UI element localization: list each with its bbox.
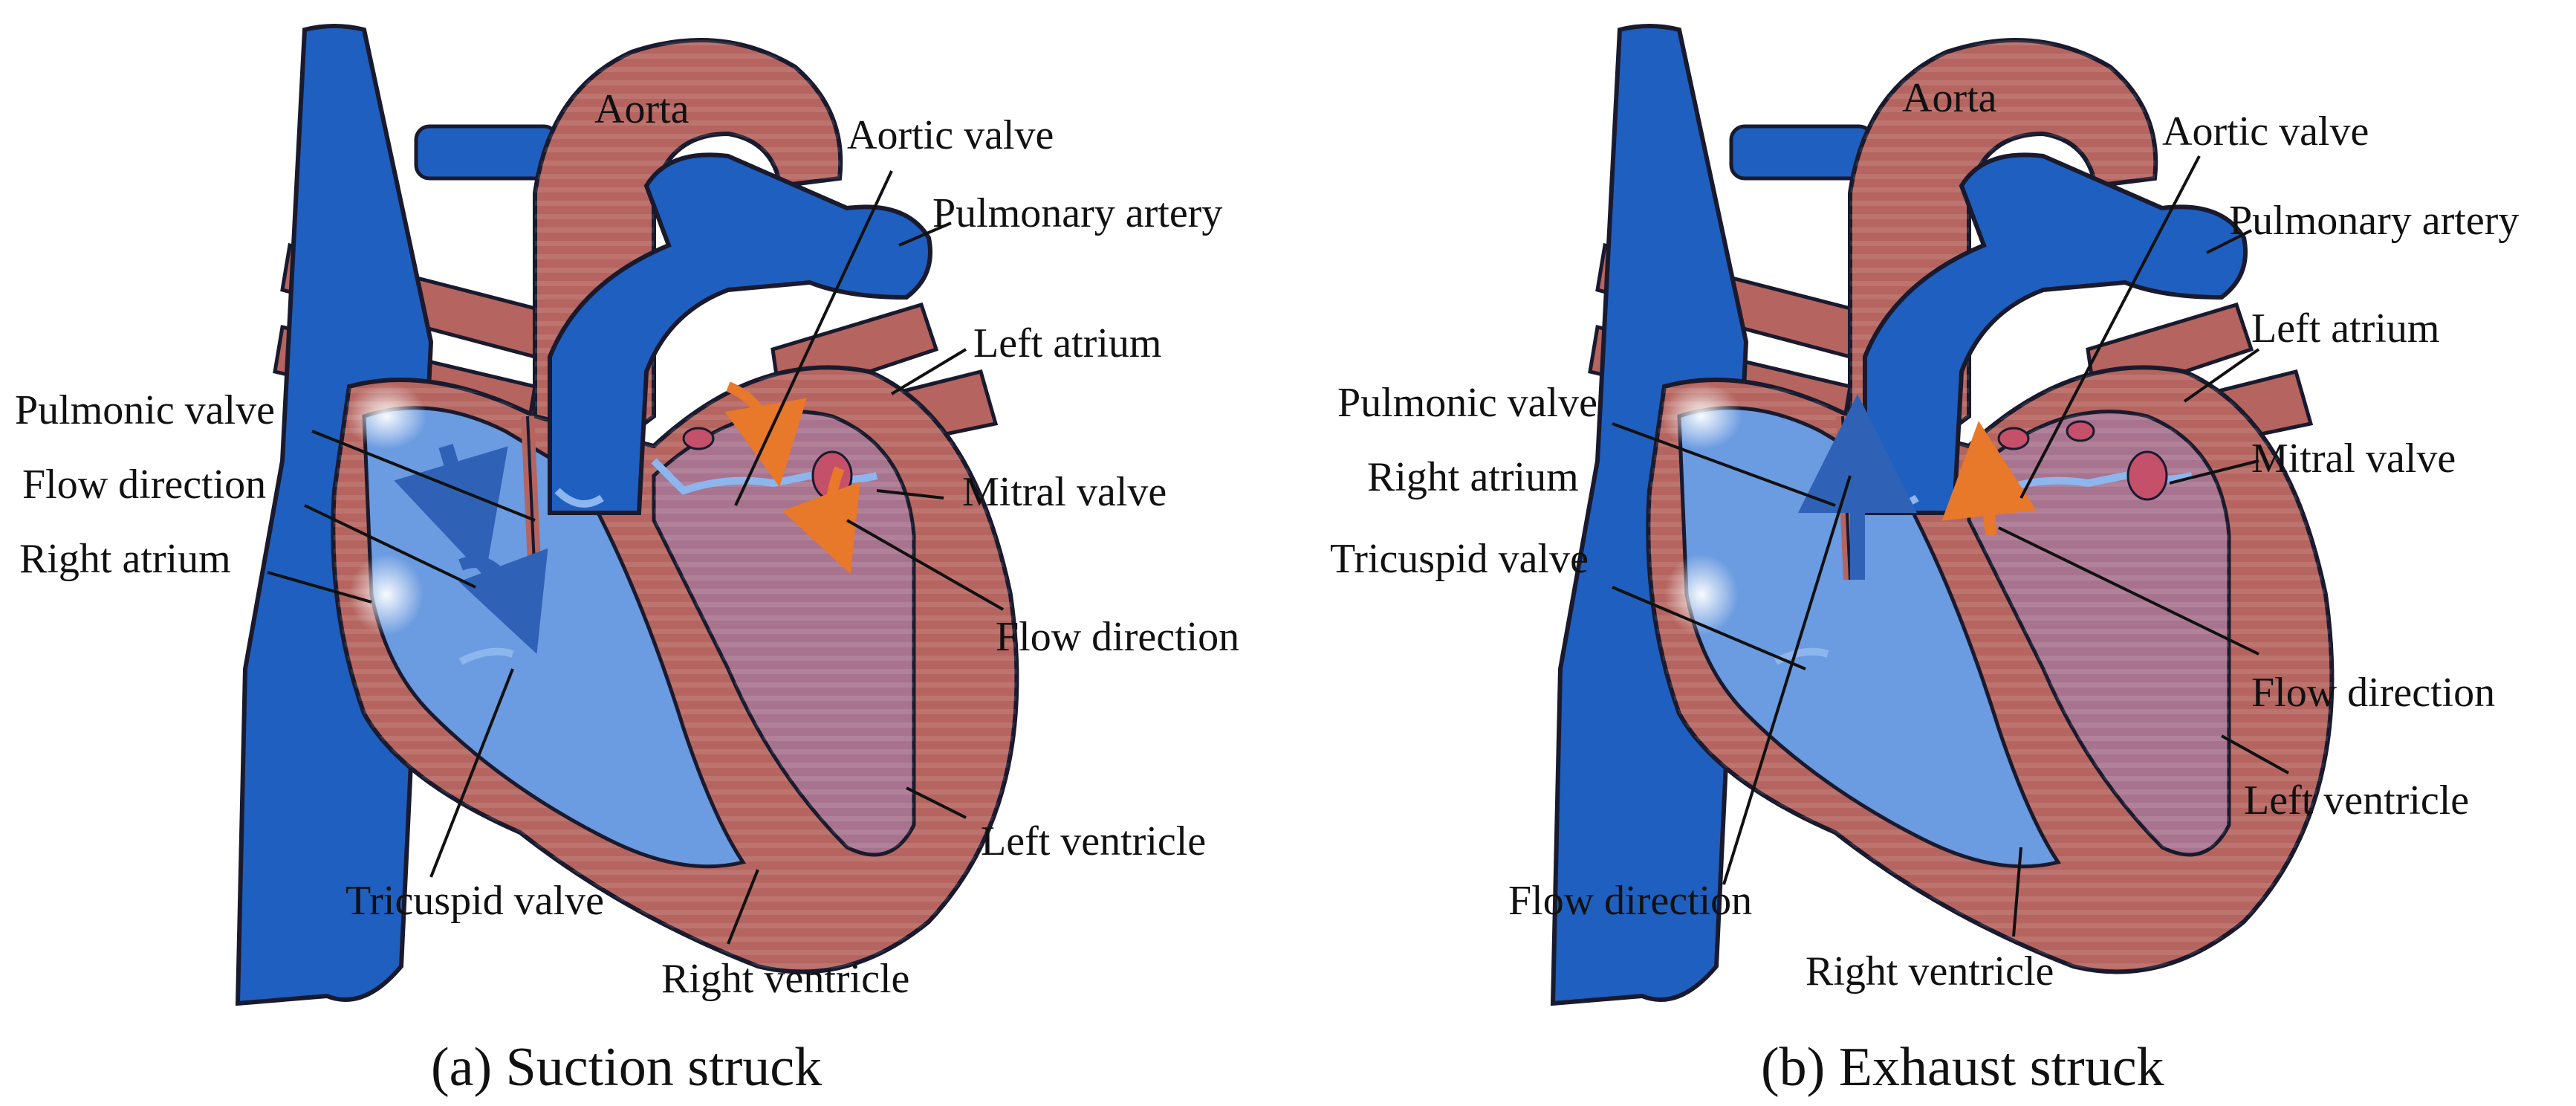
label-right-ventricle: Right ventricle xyxy=(1806,948,2054,995)
panel-suction: Aorta Aortic valve Pulmonary artery Left… xyxy=(15,26,1239,1098)
label-pulmonary-artery: Pulmonary artery xyxy=(932,190,1222,236)
heart-suction-illustration xyxy=(238,26,1016,1003)
label-flow-direction: Flow direction xyxy=(22,462,266,508)
label-pulmonic-valve: Pulmonic valve xyxy=(15,387,275,433)
label-right-atrium: Right atrium xyxy=(1367,454,1579,500)
label-aorta: Aorta xyxy=(594,86,690,132)
label-aortic-valve: Aortic valve xyxy=(2162,109,2369,155)
label-right-ventricle: Right ventricle xyxy=(661,956,909,1002)
flow-arrow-orange xyxy=(724,381,808,488)
label-flow-direction: Flow direction xyxy=(2251,670,2495,716)
label-mitral-valve: Mitral valve xyxy=(962,469,1167,515)
label-flow-direction: Flow direction xyxy=(1508,878,1752,924)
label-left-atrium: Left atrium xyxy=(973,320,1161,366)
flow-arrow-orange xyxy=(782,466,860,575)
label-aortic-valve: Aortic valve xyxy=(847,112,1054,158)
label-pulmonary-artery: Pulmonary artery xyxy=(2229,198,2519,244)
label-pulmonic-valve: Pulmonic valve xyxy=(1337,380,1597,426)
label-aorta: Aorta xyxy=(1902,75,1997,121)
caption-exhaust: (b) Exhaust struck xyxy=(1761,1037,2164,1098)
label-tricuspid-valve: Tricuspid valve xyxy=(1330,536,1589,582)
panel-exhaust: Aorta Aortic valve Pulmonary artery Left… xyxy=(1330,26,2519,1098)
label-right-atrium: Right atrium xyxy=(19,536,231,582)
label-flow-direction: Flow direction xyxy=(996,614,1239,660)
label-left-ventricle: Left ventricle xyxy=(981,818,1206,864)
flow-arrow-orange xyxy=(1941,421,2037,536)
caption-suction: (a) Suction struck xyxy=(431,1037,822,1098)
flow-arrow-blue xyxy=(458,548,548,654)
flow-arrow-blue xyxy=(394,444,508,578)
label-left-atrium: Left atrium xyxy=(2251,305,2439,352)
heart-exhaust-illustration xyxy=(1553,26,2332,1003)
label-tricuspid-valve: Tricuspid valve xyxy=(345,878,604,924)
label-left-ventricle: Left ventricle xyxy=(2244,777,2469,824)
label-mitral-valve: Mitral valve xyxy=(2251,436,2456,482)
